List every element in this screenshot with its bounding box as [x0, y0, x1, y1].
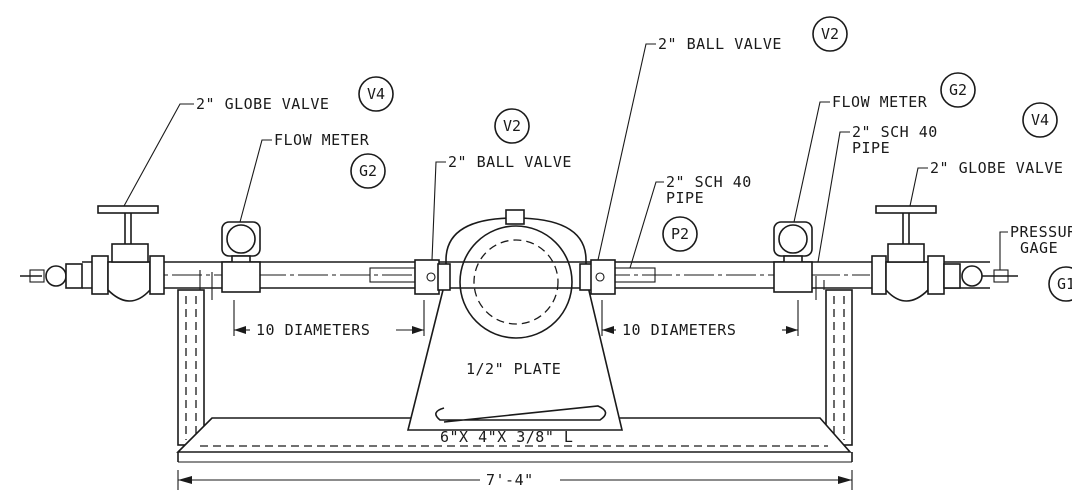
- right-end-fitting: [943, 263, 1018, 289]
- tag-circles: V4 G2 V2 V2 P2 G2 V4 G1: [350, 16, 1072, 302]
- label-flow-meter-left: FLOW METER: [274, 131, 370, 149]
- label-overall-length: 7'-4": [486, 471, 534, 489]
- leader-lines: [123, 43, 1008, 270]
- tag-g1: G1: [1057, 275, 1072, 293]
- support-stand: [176, 270, 853, 463]
- right-flow-meter: [773, 221, 813, 293]
- left-flow-meter: [221, 221, 261, 293]
- label-globe-valve-left: 2" GLOBE VALVE: [196, 95, 329, 113]
- label-pressure-gage-1: PRESSURE: [1010, 223, 1072, 241]
- left-support-leg: [177, 289, 205, 446]
- left-globe-valve: [91, 205, 165, 302]
- label-flow-meter-right: FLOW METER: [832, 93, 928, 111]
- tag-v4-left: V4: [367, 85, 385, 103]
- label-plate: 1/2" PLATE: [466, 360, 561, 378]
- tag-v4-right: V4: [1031, 111, 1049, 129]
- tag-g2-right: G2: [949, 81, 967, 99]
- left-ball-valve: [414, 259, 451, 295]
- label-diameters-right: 10 DIAMETERS: [622, 321, 736, 339]
- right-support-leg: [825, 289, 853, 446]
- dimension-lines: [177, 300, 853, 490]
- callout-labels: 2" GLOBE VALVE FLOW METER 2" BALL VALVE …: [196, 35, 1072, 489]
- label-globe-valve-right: 2" GLOBE VALVE: [930, 159, 1063, 177]
- tag-p2: P2: [671, 225, 689, 243]
- label-pipe-right-2: PIPE: [852, 139, 890, 157]
- right-ball-valve: [579, 259, 616, 295]
- plate-ring-outer: [459, 225, 573, 339]
- label-ball-valve-right: 2" BALL VALVE: [658, 35, 782, 53]
- tag-g2-left: G2: [359, 162, 377, 180]
- label-pipe-center-1: 2" SCH 40: [666, 173, 752, 191]
- center-plate: [406, 209, 624, 431]
- right-globe-valve: [871, 205, 945, 302]
- label-ball-valve-left: 2" BALL VALVE: [448, 153, 572, 171]
- label-angle: 6"X 4"X 3/8" L: [440, 428, 573, 446]
- label-diameters-left: 10 DIAMETERS: [256, 321, 370, 339]
- label-pipe-right-1: 2" SCH 40: [852, 123, 938, 141]
- tag-v2-left: V2: [503, 117, 521, 135]
- left-end-fitting: [20, 263, 83, 289]
- plate-ring-inner: [473, 239, 559, 325]
- label-pressure-gage-2: GAGE: [1020, 239, 1058, 257]
- tag-v2-top: V2: [821, 25, 839, 43]
- label-pipe-center-2: PIPE: [666, 189, 704, 207]
